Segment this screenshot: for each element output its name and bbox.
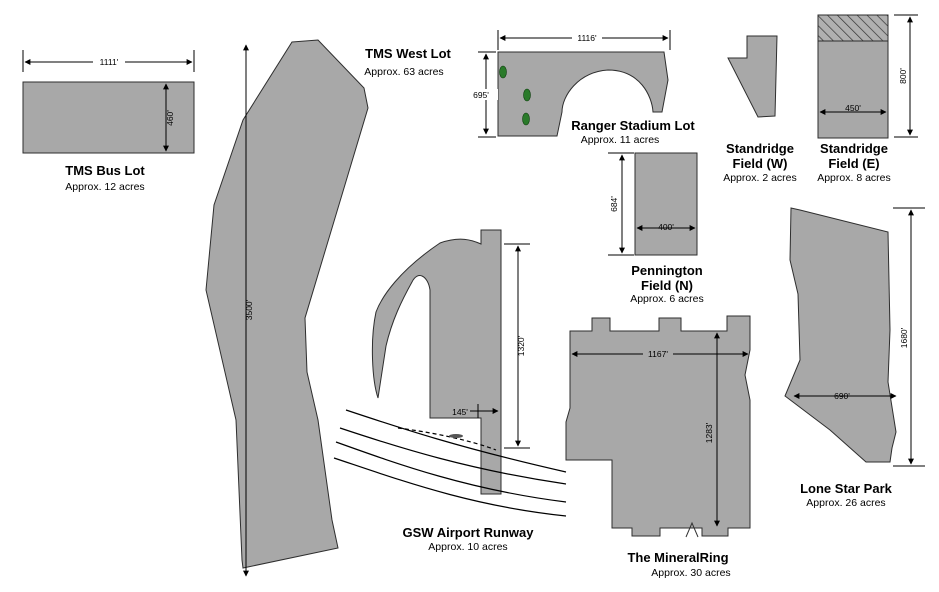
mineral-entrance-mark	[685, 521, 699, 538]
gsw-runway-shape	[371, 229, 502, 495]
standridge-field-e[interactable]: 450' 800' Standridge Field (E) Approx. 8…	[817, 14, 918, 184]
tms-west-lot-shape	[205, 39, 369, 569]
lone-star-area: Approx. 26 acres	[806, 497, 885, 509]
ranger-lot-height-bg	[470, 89, 498, 100]
pennington-name-1: Pennington	[631, 263, 703, 278]
ranger-stadium-lot[interactable]: 1116' 695' Ranger Stadium Lot Approx. 11…	[470, 30, 695, 146]
standridge-w-area: Approx. 2 acres	[723, 172, 797, 184]
standridge-e-name-2: Field (E)	[828, 156, 879, 171]
runway-line-1	[345, 409, 567, 473]
standridge-e-hatched-area	[817, 14, 889, 42]
lone-star-height-label: 1680'	[899, 327, 909, 348]
pennington-width-label: 400'	[658, 222, 674, 232]
gsw-height-label: 1320'	[516, 335, 526, 356]
gsw-name: GSW Airport Runway	[403, 525, 535, 540]
tms-bus-lot[interactable]: 1111' 460' TMS Bus Lot Approx. 12 acres	[22, 50, 195, 193]
tms-west-lot[interactable]: 3500' TMS West Lot Approx. 63 acres	[205, 39, 452, 577]
tms-bus-lot-width-label: 1111'	[100, 57, 119, 67]
tree-icon	[523, 88, 531, 102]
ranger-lot-area: Approx. 11 acres	[581, 134, 660, 146]
standridge-field-w[interactable]: Standridge Field (W) Approx. 2 acres	[723, 35, 797, 184]
mineral-width-bg	[643, 348, 673, 359]
tree-icon	[499, 65, 507, 79]
mineral-width-label: 1167'	[648, 349, 668, 359]
gsw-airport-runway[interactable]: 1320' 145' GSW Airport Runway Approx. 10…	[333, 229, 567, 553]
standridge-w-name-1: Standridge	[726, 141, 794, 156]
tms-bus-lot-width-bg	[93, 56, 125, 67]
standridge-w-shape	[727, 35, 778, 118]
standridge-e-height-label: 800'	[898, 68, 908, 84]
pennington-name-2: Field (N)	[641, 278, 693, 293]
lone-star-park[interactable]: 690' 1680' Lone Star Park Approx. 26 acr…	[784, 207, 925, 509]
tms-bus-lot-name: TMS Bus Lot	[65, 163, 145, 178]
ranger-stadium-lot-shape	[497, 51, 669, 137]
ranger-lot-width-bg	[572, 32, 602, 43]
runway-line-2	[339, 427, 567, 485]
pennington-shape	[634, 152, 698, 256]
runway-marker	[449, 434, 463, 438]
ranger-lot-height-label: 695'	[473, 90, 489, 100]
pennington-area: Approx. 6 acres	[630, 293, 704, 305]
ranger-lot-name: Ranger Stadium Lot	[571, 118, 695, 133]
lone-star-width-label: 690'	[834, 391, 850, 401]
runway-line-4	[333, 457, 567, 517]
tms-bus-lot-area: Approx. 12 acres	[65, 181, 144, 193]
lone-star-park-shape	[784, 207, 897, 463]
pennington-field-n[interactable]: 400' 684' Pennington Field (N) Approx. 6…	[608, 152, 704, 305]
ranger-lot-width-label: 1116'	[577, 33, 597, 43]
runway-dashed-line	[397, 427, 497, 451]
the-mineral-ring[interactable]: 1167' 1283' The MineralRing Approx. 30 a…	[565, 315, 751, 579]
gsw-width-label: 145'	[452, 407, 468, 417]
standridge-e-width-label: 450'	[845, 103, 861, 113]
standridge-e-name-1: Standridge	[820, 141, 888, 156]
mineral-area: Approx. 30 acres	[651, 567, 730, 579]
mineral-ring-shape	[565, 315, 751, 537]
tree-icon	[522, 112, 530, 126]
tms-west-lot-length-label: 3500'	[244, 299, 254, 320]
pennington-height-label: 684'	[609, 196, 619, 212]
mineral-height-label: 1283'	[704, 422, 714, 443]
tms-west-lot-area: Approx. 63 acres	[364, 66, 443, 78]
standridge-w-name-2: Field (W)	[733, 156, 788, 171]
tms-west-lot-name: TMS West Lot	[365, 46, 451, 61]
lone-star-name: Lone Star Park	[800, 481, 893, 496]
mineral-name: The MineralRing	[627, 550, 728, 565]
standridge-e-area: Approx. 8 acres	[817, 172, 891, 184]
gsw-area: Approx. 10 acres	[428, 541, 507, 553]
runway-line-3	[335, 441, 567, 503]
tms-bus-lot-height-label: 460'	[165, 110, 175, 126]
